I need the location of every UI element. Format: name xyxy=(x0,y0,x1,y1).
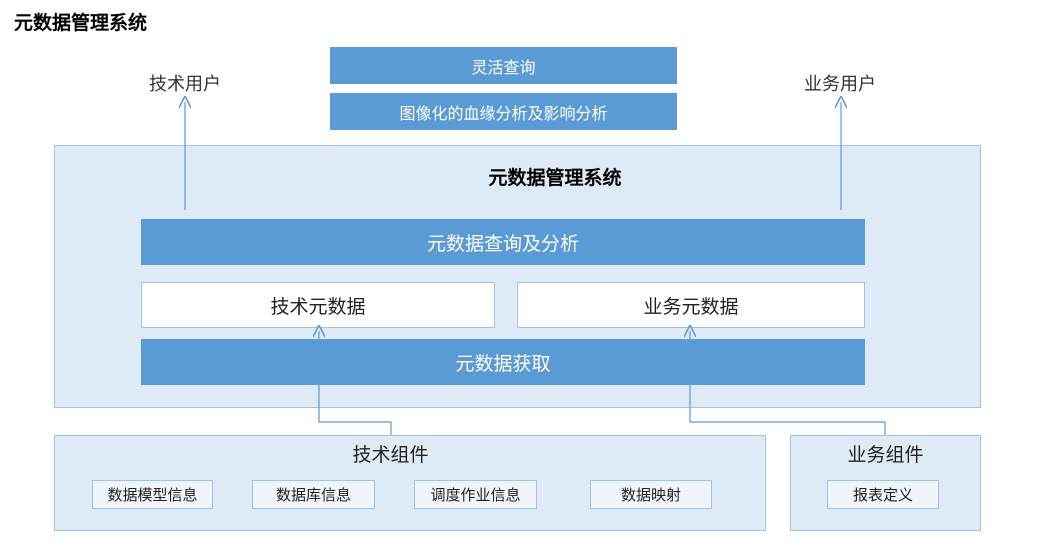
system-panel-title: 元数据管理系统 xyxy=(488,167,622,189)
tech-component-label: 数据模型信息 xyxy=(107,486,198,504)
tech-component-item: 数据模型信息 xyxy=(92,480,213,509)
tech-component-label: 数据库信息 xyxy=(275,486,351,504)
lineage-analysis-label: 图像化的血缘分析及影响分析 xyxy=(399,103,608,123)
tech-component-label: 调度作业信息 xyxy=(430,486,521,504)
acquisition-bar: 元数据获取 xyxy=(141,339,865,385)
biz-metadata-box: 业务元数据 xyxy=(517,282,865,328)
flexible-query-bar: 灵活查询 xyxy=(330,47,677,84)
acquisition-label: 元数据获取 xyxy=(455,352,551,375)
query-analysis-label: 元数据查询及分析 xyxy=(426,232,579,255)
biz-user-label: 业务用户 xyxy=(804,74,876,95)
query-analysis-bar: 元数据查询及分析 xyxy=(141,219,865,265)
biz-component-label: 报表定义 xyxy=(852,486,913,504)
tech-component-label: 数据映射 xyxy=(620,486,681,504)
tech-components-title: 技术组件 xyxy=(352,444,429,466)
tech-user-label: 技术用户 xyxy=(149,74,221,95)
tech-component-item: 调度作业信息 xyxy=(414,480,537,509)
lineage-analysis-bar: 图像化的血缘分析及影响分析 xyxy=(330,93,677,130)
biz-component-item: 报表定义 xyxy=(827,480,939,509)
tech-component-item: 数据库信息 xyxy=(252,480,375,509)
flexible-query-label: 灵活查询 xyxy=(471,57,536,77)
tech-components-arrow xyxy=(319,331,392,435)
biz-components-title: 业务组件 xyxy=(847,444,924,466)
tech-metadata-label: 技术元数据 xyxy=(270,295,366,318)
biz-components-arrow xyxy=(690,331,886,435)
biz-metadata-label: 业务元数据 xyxy=(643,295,739,318)
page-title: 元数据管理系统 xyxy=(14,12,148,34)
tech-component-item: 数据映射 xyxy=(590,480,712,509)
